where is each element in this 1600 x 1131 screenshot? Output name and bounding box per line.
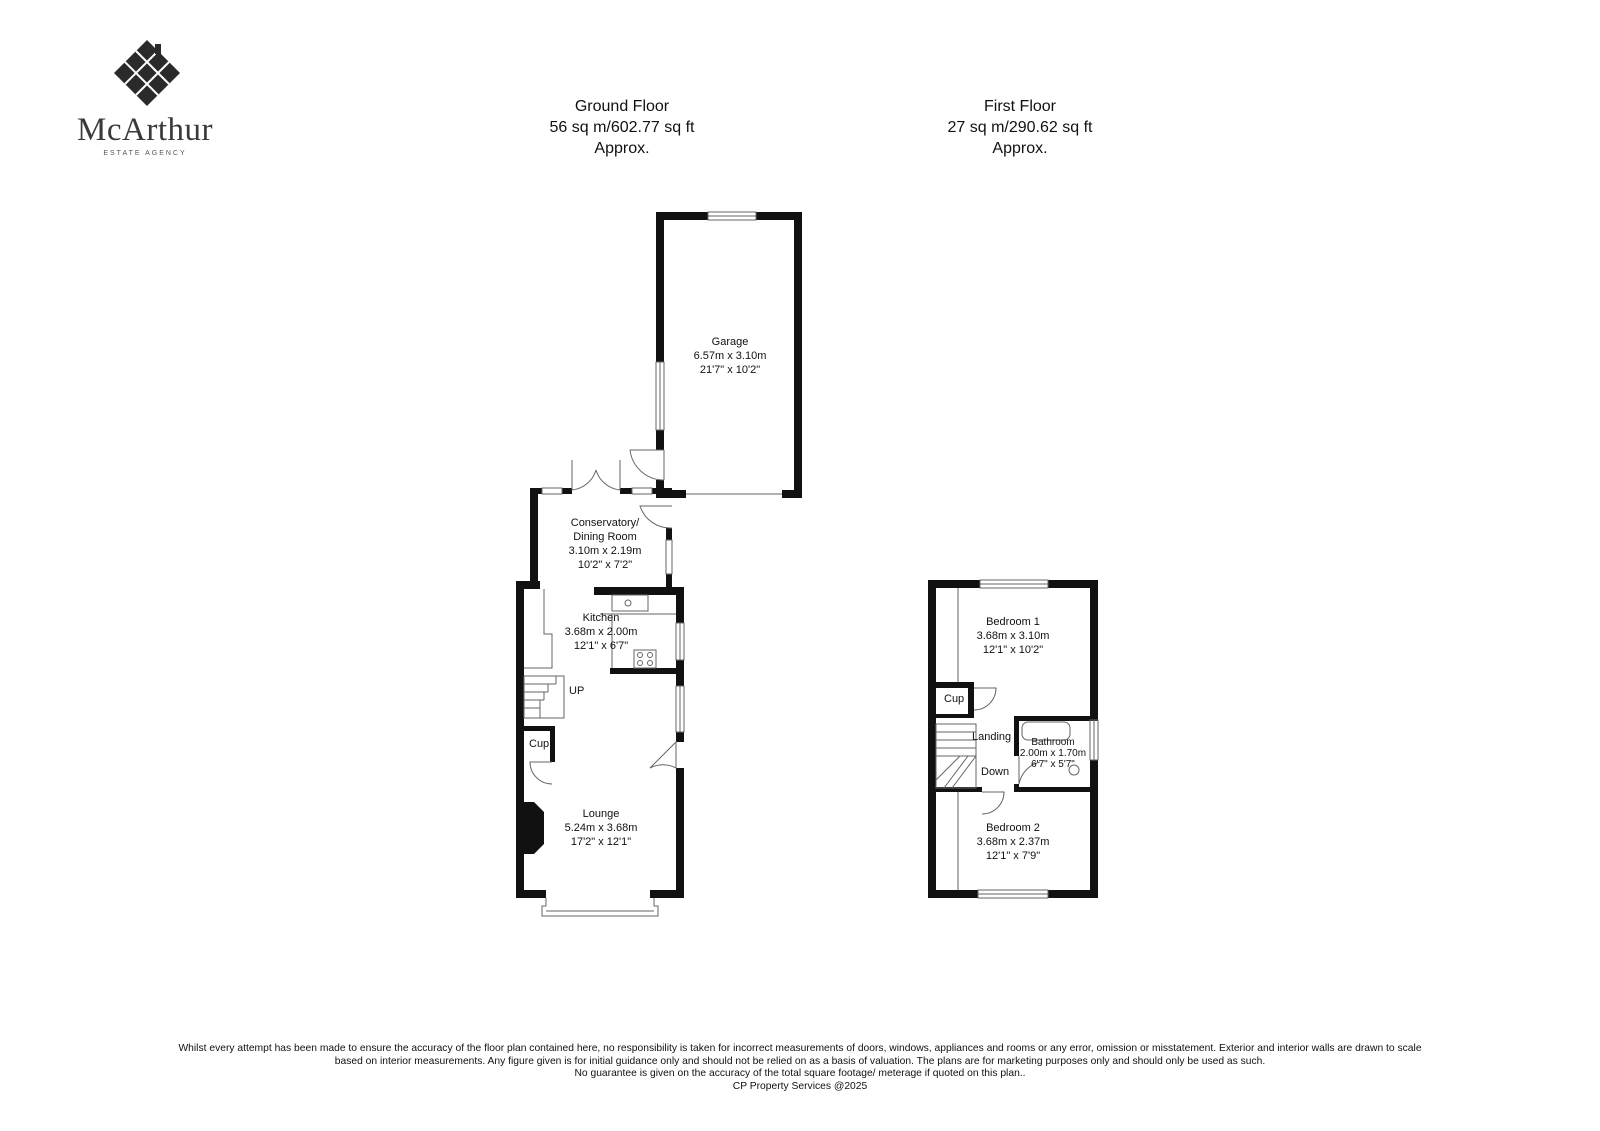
ground-floor-heading: Ground Floor 56 sq m/602.77 sq ft Approx…: [522, 96, 722, 159]
ground-floor-area: 56 sq m/602.77 sq ft: [549, 119, 695, 136]
room-name: Garage: [711, 336, 749, 348]
first-floor-title: First Floor: [984, 98, 1056, 115]
room-imperial: 12'1" x 6'7": [573, 640, 629, 652]
room-label-garage: Garage 6.57m x 3.10m 21'7" x 10'2": [670, 335, 790, 377]
room-name: Kitchen: [582, 612, 620, 624]
disclaimer-line-2: based on interior measurements. Any figu…: [334, 1055, 1266, 1067]
cupboard-label-first: Cup: [944, 693, 965, 705]
room-label-conservatory: Conservatory/ Dining Room 3.10m x 2.19m …: [545, 516, 665, 572]
first-floor-walls: [928, 580, 1098, 898]
room-imperial: 10'2" x 7'2": [577, 559, 633, 571]
room-label-bedroom-2: Bedroom 2 3.68m x 2.37m 12'1" x 7'9": [953, 821, 1073, 863]
stairs-down-label: Down: [981, 766, 1010, 778]
disclaimer-line-1: Whilst every attempt has been made to en…: [178, 1043, 1422, 1054]
first-floor-area: 27 sq m/290.62 sq ft: [947, 119, 1093, 136]
logo-icon: [114, 40, 180, 106]
cupboard-label-ground: Cup: [529, 738, 550, 750]
room-label-bedroom-1: Bedroom 1 3.68m x 3.10m 12'1" x 10'2": [953, 615, 1073, 657]
room-name: Conservatory/: [570, 517, 640, 529]
ground-floor-walls: [516, 212, 802, 898]
room-imperial: 17'2" x 12'1": [570, 836, 632, 848]
first-floor-heading: First Floor 27 sq m/290.62 sq ft Approx.: [920, 96, 1120, 159]
room-metric: 3.68m x 2.00m: [564, 626, 638, 638]
room-metric: 6.57m x 3.10m: [693, 350, 767, 362]
disclaimer: Whilst every attempt has been made to en…: [0, 1043, 1600, 1093]
first-floor-approx: Approx.: [992, 140, 1048, 157]
room-imperial: 6'7" x 5'7": [1031, 759, 1075, 770]
disclaimer-line-4: CP Property Services @2025: [732, 1080, 868, 1092]
room-name: Lounge: [582, 808, 620, 820]
brand-tagline: ESTATE AGENCY: [103, 150, 187, 157]
room-name: Bedroom 1: [986, 616, 1040, 628]
room-label-bathroom: Bathroom 2.00m x 1.70m 6'7" x 5'7": [1015, 737, 1091, 770]
disclaimer-line-3: No guarantee is given on the accuracy of…: [574, 1068, 1026, 1079]
room-metric: 2.00m x 1.70m: [1019, 748, 1087, 759]
room-metric: 3.68m x 3.10m: [976, 630, 1050, 642]
room-name: Bedroom 2: [986, 822, 1040, 834]
room-name: Bathroom: [1031, 737, 1075, 748]
room-metric: 3.68m x 2.37m: [976, 836, 1050, 848]
room-imperial: 12'1" x 7'9": [985, 850, 1041, 862]
room-imperial: 21'7" x 10'2": [699, 364, 761, 376]
stairs-up-label: UP: [569, 685, 585, 697]
room-name: Dining Room: [573, 531, 637, 543]
room-label-lounge: Lounge 5.24m x 3.68m 17'2" x 12'1": [541, 807, 661, 849]
first-floor-windows-doors: [935, 579, 1099, 899]
room-metric: 5.24m x 3.68m: [564, 822, 638, 834]
landing-label: Landing: [972, 731, 1012, 743]
ground-floor-title: Ground Floor: [574, 98, 670, 115]
brand-name: McArthur: [77, 112, 213, 148]
room-label-kitchen: Kitchen 3.68m x 2.00m 12'1" x 6'7": [541, 611, 661, 653]
ground-floor-windows-doors: [523, 211, 782, 917]
room-metric: 3.10m x 2.19m: [568, 545, 642, 557]
ground-floor-approx: Approx.: [594, 140, 650, 157]
room-imperial: 12'1" x 10'2": [982, 644, 1044, 656]
